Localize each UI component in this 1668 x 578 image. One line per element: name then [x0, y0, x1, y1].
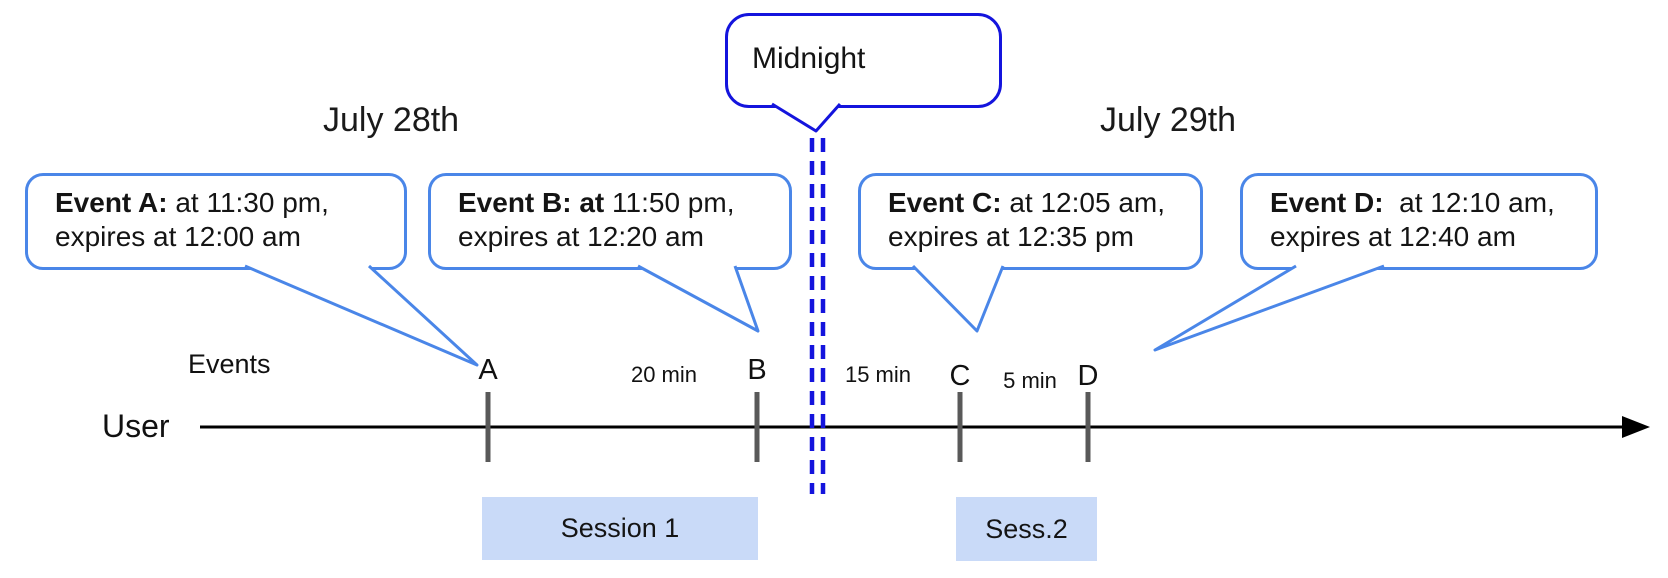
- session-2-box: Sess.2: [956, 497, 1097, 561]
- event-b-line1: Event B: at 11:50 pm,: [458, 186, 789, 220]
- date-july-29: July 29th: [1100, 101, 1237, 139]
- tick-label-c: C: [949, 360, 971, 392]
- session-2-label: Sess.2: [985, 513, 1068, 544]
- event-d-time: at 12:10 am,: [1383, 187, 1555, 218]
- event-a-callout-pointer: [244, 264, 479, 367]
- event-a-time: at 11:30 pm,: [167, 187, 329, 218]
- event-a-title: Event A:: [55, 187, 168, 218]
- event-b-line2: expires at 12:20 am: [458, 221, 704, 252]
- event-d-callout-pointer: [1153, 264, 1385, 352]
- event-c-line1: Event C: at 12:05 am,: [888, 186, 1200, 220]
- event-a-callout: Event A: at 11:30 pm, expires at 12:00 a…: [25, 173, 407, 270]
- event-b-callout: Event B: at 11:50 pm, expires at 12:20 a…: [428, 173, 792, 270]
- tick-label-d: D: [1077, 360, 1099, 392]
- interval-20min-label: 20 min: [630, 362, 698, 387]
- events-row-label: Events: [188, 349, 271, 379]
- timeline-arrowhead: [1622, 416, 1650, 438]
- event-d-line2: expires at 12:40 am: [1270, 221, 1516, 252]
- event-b-callout-pointer: [637, 264, 760, 333]
- event-a-line1: Event A: at 11:30 pm,: [55, 186, 404, 220]
- tick-label-a: A: [478, 354, 498, 386]
- event-d-callout: Event D: at 12:10 am, expires at 12:40 a…: [1240, 173, 1598, 270]
- user-axis-label: User: [102, 408, 170, 444]
- event-c-line2: expires at 12:35 pm: [888, 221, 1134, 252]
- event-b-time: 11:50 pm,: [604, 187, 735, 218]
- event-b-title: Event B: at: [458, 187, 605, 218]
- event-a-line2: expires at 12:00 am: [55, 221, 301, 252]
- event-c-title: Event C:: [888, 187, 1002, 218]
- event-c-callout: Event C: at 12:05 am, expires at 12:35 p…: [858, 173, 1203, 270]
- session-1-box: Session 1: [482, 497, 758, 560]
- midnight-callout: Midnight: [725, 13, 1002, 108]
- tick-label-b: B: [747, 354, 767, 386]
- date-july-28: July 28th: [323, 101, 460, 139]
- midnight-callout-pointer: [771, 102, 842, 133]
- event-d-line1: Event D: at 12:10 am,: [1270, 186, 1595, 220]
- event-c-time: at 12:05 am,: [1001, 187, 1166, 218]
- midnight-callout-label: Midnight: [752, 42, 866, 75]
- interval-5min-label: 5 min: [1003, 368, 1057, 393]
- session-1-label: Session 1: [560, 513, 680, 543]
- interval-15min-label: 15 min: [844, 362, 912, 387]
- event-c-callout-pointer: [911, 264, 1005, 333]
- event-d-title: Event D:: [1270, 187, 1384, 218]
